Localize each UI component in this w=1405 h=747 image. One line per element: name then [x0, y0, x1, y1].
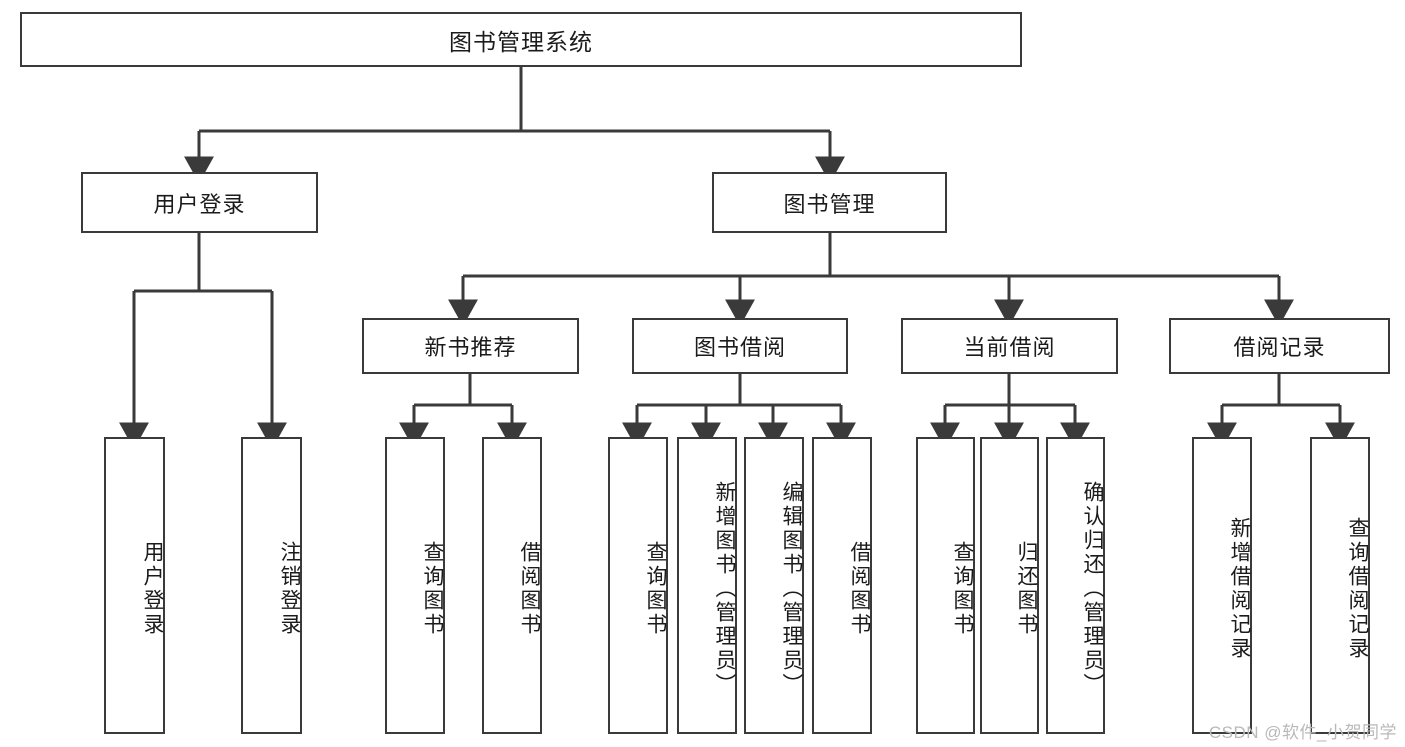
watermark: CSDN @软件_小贺同学	[1208, 723, 1397, 742]
node-leaf-add-book[interactable]: 新增图书（管理员）	[677, 437, 737, 734]
node-leaf-edit-book[interactable]: 编辑图书（管理员）	[744, 437, 804, 734]
node-book-borrow[interactable]: 图书借阅	[632, 318, 848, 374]
node-leaf-return-book[interactable]: 归还图书	[980, 437, 1039, 734]
node-leaf-borrow-book-1[interactable]: 借阅图书	[482, 437, 542, 734]
node-leaf-borrow-book-2[interactable]: 借阅图书	[812, 437, 872, 734]
node-leaf-query-record[interactable]: 查询借阅记录	[1310, 437, 1370, 734]
node-leaf-user-login[interactable]: 用户登录	[104, 437, 165, 734]
node-user-login[interactable]: 用户登录	[81, 172, 318, 233]
node-borrow-record[interactable]: 借阅记录	[1169, 318, 1390, 374]
node-root[interactable]: 图书管理系统	[20, 12, 1022, 67]
node-new-book-rec[interactable]: 新书推荐	[362, 318, 579, 374]
node-leaf-logout[interactable]: 注销登录	[241, 437, 302, 734]
node-leaf-query-book-1[interactable]: 查询图书	[385, 437, 445, 734]
node-current-borrow[interactable]: 当前借阅	[901, 318, 1118, 374]
node-leaf-confirm-return[interactable]: 确认归还（管理员）	[1046, 437, 1105, 734]
node-book-manage[interactable]: 图书管理	[712, 172, 947, 233]
node-leaf-query-book-3[interactable]: 查询图书	[916, 437, 975, 734]
node-leaf-add-record[interactable]: 新增借阅记录	[1192, 437, 1252, 734]
node-leaf-query-book-2[interactable]: 查询图书	[608, 437, 668, 734]
